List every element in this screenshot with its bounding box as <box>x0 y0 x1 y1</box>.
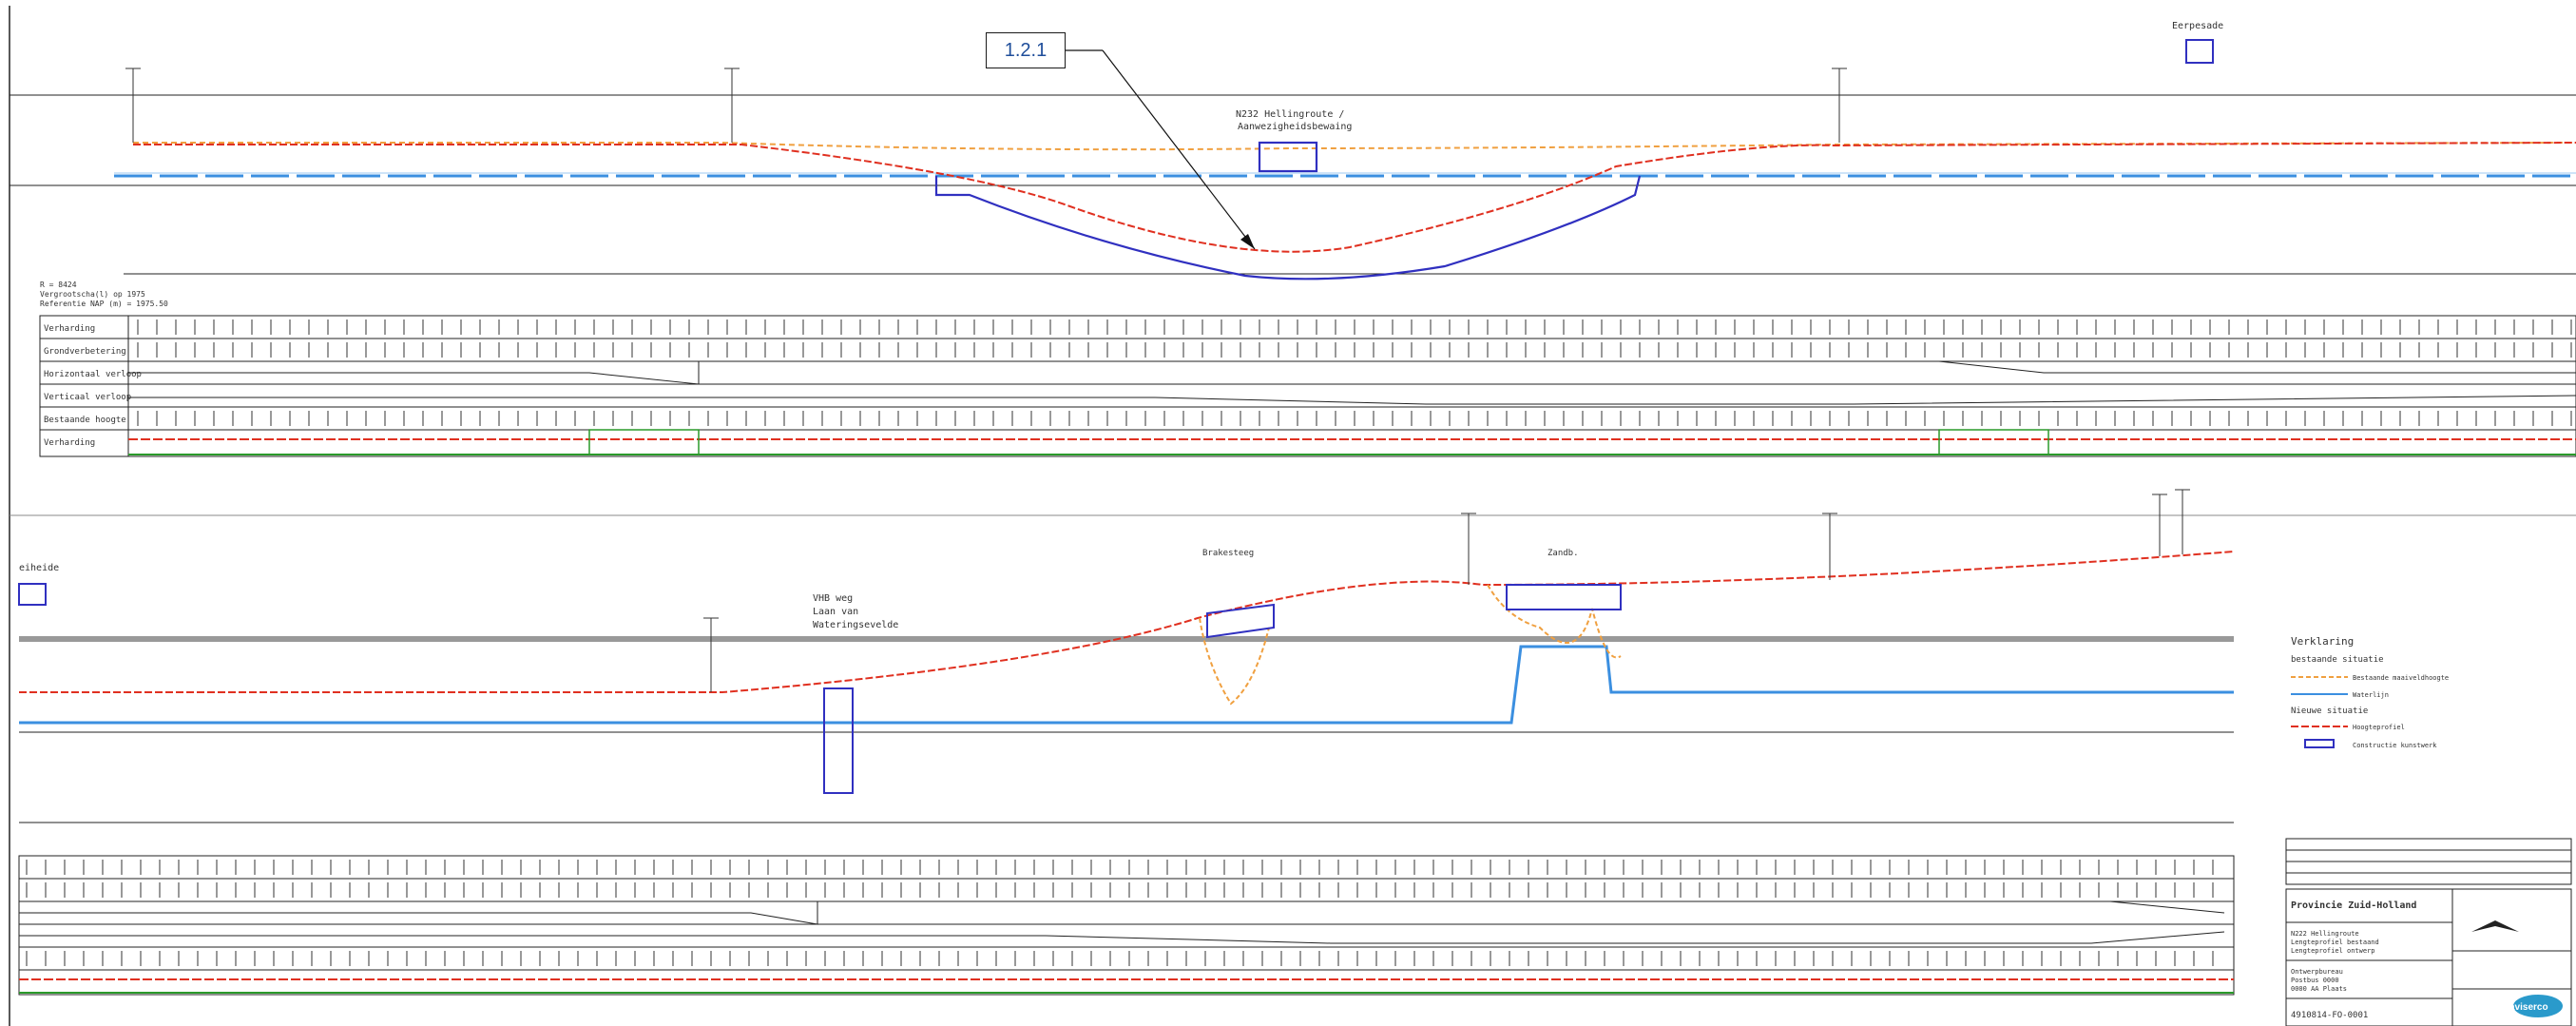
callout-label-box[interactable]: 1.2.1 <box>986 32 1066 68</box>
legend-title: Verklaring <box>2291 635 2354 648</box>
title-contractor-3: 0000 AA Plaats <box>2291 985 2347 993</box>
legend-existing-surface: Bestaande maaiveldhoogte <box>2353 674 2449 682</box>
alignment-lines-top <box>128 360 2576 405</box>
top-road-structure-box <box>1258 141 1318 173</box>
logo-text: aviserco <box>2509 1002 2548 1013</box>
title-contractor-2: Postbus 0000 <box>2291 977 2339 984</box>
top-underpass-structure <box>934 175 1642 281</box>
callout-arrowhead-icon <box>1240 234 1255 249</box>
bottom-right-structure <box>1506 584 1622 610</box>
profile-table-top <box>39 315 2576 457</box>
row-label-2: Grondverbetering <box>44 347 126 357</box>
height-markers-top <box>125 68 1847 143</box>
title-drawing-number: 4910814-FO-0001 <box>2291 1011 2368 1020</box>
row-label-5: Bestaande hoogte <box>44 416 126 425</box>
top-right-box <box>2185 39 2214 64</box>
bottom-left-box <box>18 583 47 606</box>
top-right-label: Eerpesade <box>2172 21 2223 31</box>
bottom-left-label: eiheide <box>19 563 59 573</box>
bottom-water-line <box>19 645 2234 725</box>
title-project-3: Lengteprofiel ontwerp <box>2291 947 2375 955</box>
title-block <box>2285 838 2572 1026</box>
station-ticks-top <box>137 319 2572 426</box>
alignment-lines-bottom <box>19 900 2225 944</box>
legend-structure: Constructie kunstwerk <box>2353 742 2437 749</box>
bottom-vhb-label-1: VHB weg <box>813 593 853 604</box>
station-ticks-bottom <box>26 860 2214 966</box>
bottom-middle-label: Brakesteeg <box>1202 549 1254 558</box>
row-label-4: Verticaal verloop <box>44 393 131 402</box>
height-markers-bottom <box>703 489 2190 692</box>
legend-new-heading: Nieuwe situatie <box>2291 707 2368 716</box>
top-existing-profile <box>133 142 2576 151</box>
title-project-2: Lengteprofiel bestaand <box>2291 939 2379 946</box>
north-arrow-icon <box>2471 920 2519 932</box>
title-client: Provincie Zuid-Holland <box>2291 900 2416 911</box>
profile-table-bottom <box>18 855 2235 996</box>
bottom-right-label: Zandb. <box>1548 549 1579 558</box>
bottom-existing-profile <box>1199 584 1622 706</box>
top-new-profile <box>133 142 2576 253</box>
legend-new-profile: Hoogteprofiel <box>2353 724 2405 731</box>
bottom-new-profile <box>19 551 2235 693</box>
title-project-1: N222 Hellingroute <box>2291 930 2359 938</box>
bottom-vhb-structure <box>823 687 854 794</box>
callout-label: 1.2.1 <box>1004 39 1048 61</box>
legend: Verklaring bestaande situatie Bestaande … <box>2291 635 2449 749</box>
row-label-3: Horizontaal verloop <box>44 370 142 379</box>
bottom-vhb-label-2: Laan van <box>813 607 858 617</box>
title-contractor-1: Ontwerpbureau <box>2291 968 2343 976</box>
legend-existing-heading: bestaande situatie <box>2291 655 2384 665</box>
row-label-6: Verharding <box>44 438 95 448</box>
left-note-2: Vergrootscha(l) op 1975 <box>40 290 145 299</box>
legend-water: Waterlijn <box>2353 691 2389 699</box>
row-label-1: Verharding <box>44 324 95 334</box>
top-road-label-1: N232 Hellingroute / <box>1236 109 1344 120</box>
top-road-label-2: Aanwezigheidsbewaing <box>1238 122 1352 132</box>
bottom-middle-structure <box>1206 603 1275 639</box>
left-note-3: Referentie NAP (m) = 1975.50 <box>40 300 168 308</box>
company-logo: aviserco <box>2509 995 2563 1017</box>
left-note-1: R = 8424 <box>40 281 77 289</box>
bottom-vhb-label-3: Wateringsevelde <box>813 620 898 630</box>
